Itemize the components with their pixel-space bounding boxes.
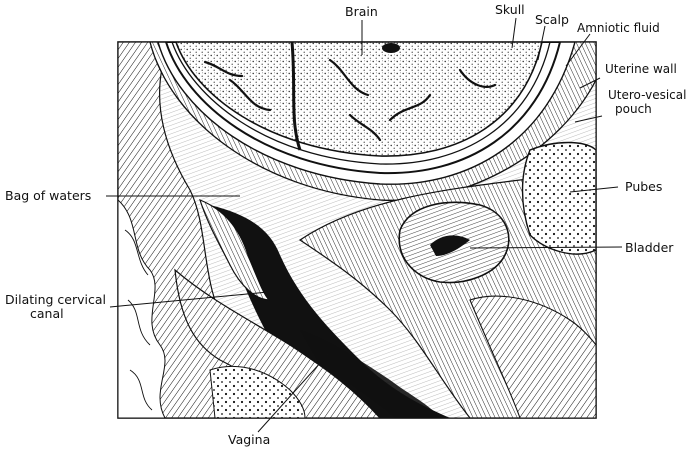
label-dilating-cervical-canal-1: Dilating cervical bbox=[5, 292, 107, 307]
brain bbox=[175, 42, 543, 157]
label-utero-vesical-pouch-2: pouch bbox=[615, 102, 652, 116]
label-dilating-cervical-canal-2: canal bbox=[30, 306, 64, 321]
amniotic-space bbox=[210, 205, 450, 418]
label-scalp: Scalp bbox=[535, 12, 569, 27]
label-uterine-wall: Uterine wall bbox=[605, 62, 677, 76]
label-vagina: Vagina bbox=[228, 432, 271, 447]
label-skull: Skull bbox=[495, 2, 525, 17]
pubes bbox=[521, 141, 596, 255]
leader-lines bbox=[106, 17, 623, 433]
bag-of-waters bbox=[199, 198, 271, 301]
label-brain: Brain bbox=[345, 4, 378, 19]
label-bag-of-waters: Bag of waters bbox=[5, 188, 92, 203]
label-bladder: Bladder bbox=[625, 240, 674, 255]
label-amniotic-fluid: Amniotic fluid bbox=[577, 21, 660, 35]
label-pubes: Pubes bbox=[625, 179, 663, 194]
vaginal-wall bbox=[174, 268, 381, 418]
label-utero-vesical-pouch-1: Utero-vesical bbox=[608, 88, 687, 102]
